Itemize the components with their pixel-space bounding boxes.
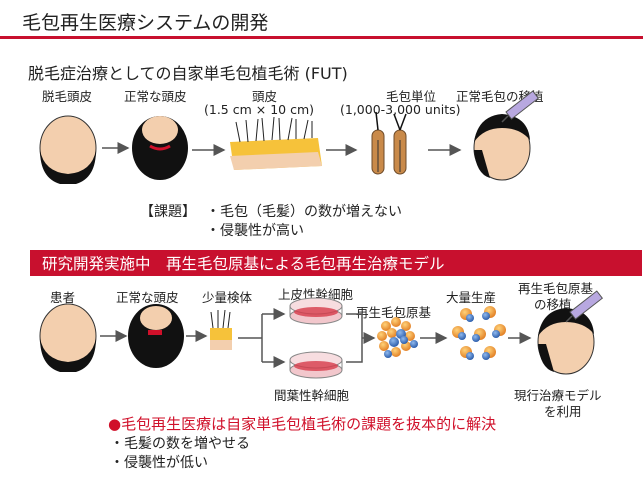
- label-follicle-count: (1,000-3,000 units): [340, 102, 461, 117]
- label-current-2: を利用: [544, 404, 582, 419]
- transplant-head-icon: [537, 308, 595, 375]
- label-small-sample: 少量検体: [202, 290, 253, 305]
- section1-heading: 脱毛症治療としての自家単毛包植毛術 (FUT): [28, 64, 348, 83]
- transplant-head-icon: [473, 114, 531, 181]
- syringe-icon: [565, 290, 604, 323]
- banner-text: 研究開発実施中 再生毛包原基による毛包再生治療モデル: [42, 255, 445, 273]
- bald-head-icon: [39, 115, 97, 184]
- label-scalp: 頭皮: [252, 89, 278, 104]
- label-epithelial: 上皮性幹細胞: [278, 287, 354, 302]
- cell-cluster-icon: [377, 317, 418, 358]
- label-germ-transplant-2: の移植: [534, 297, 572, 312]
- follicle-icon: [371, 111, 407, 175]
- label-mass-production: 大量生産: [446, 290, 497, 305]
- page-title: 毛包再生医療システムの開発: [22, 12, 269, 34]
- research-banner: 研究開発実施中 再生毛包原基による毛包再生治療モデル: [30, 250, 642, 276]
- summary-point-2: ・侵襲性が低い: [110, 455, 208, 471]
- summary-point-1: ・毛髪の数を増やせる: [110, 436, 250, 452]
- issue-prefix: 【課題】: [140, 204, 196, 220]
- label-bald-scalp: 脱毛頭皮: [42, 89, 93, 104]
- issue-item-1: ・毛包（毛髪）の数が増えない: [206, 204, 402, 220]
- small-sample-icon: [210, 309, 232, 350]
- bald-head-icon: [39, 303, 97, 372]
- label-patient: 患者: [50, 290, 76, 305]
- label-mesenchymal: 間葉性幹細胞: [274, 388, 350, 403]
- label-scalp-size: (1.5 cm × 10 cm): [204, 102, 315, 117]
- label-current-1: 現行治療モデル: [514, 388, 602, 403]
- petri-dish-icon: [289, 351, 343, 379]
- issue-item-2: ・侵襲性が高い: [206, 223, 304, 239]
- scalp-strip-icon: [230, 116, 322, 170]
- head-back-icon: [132, 116, 188, 180]
- head-back-icon: [128, 304, 184, 368]
- label-normal-scalp: 正常な頭皮: [124, 89, 187, 104]
- petri-dish-icon: [289, 297, 343, 325]
- title-divider: [0, 36, 643, 39]
- label-follicle-unit: 毛包単位: [386, 89, 437, 104]
- label-normal-scalp-2: 正常な頭皮: [116, 290, 179, 305]
- syringe-icon: [501, 90, 540, 123]
- label-germ-transplant-1: 再生毛包原基: [518, 281, 594, 296]
- summary-headline: ●毛包再生医療は自家単毛包植毛術の課題を抜本的に解決: [108, 415, 497, 433]
- label-germ: 再生毛包原基: [356, 305, 432, 320]
- germ-spheres-icon: [452, 306, 506, 360]
